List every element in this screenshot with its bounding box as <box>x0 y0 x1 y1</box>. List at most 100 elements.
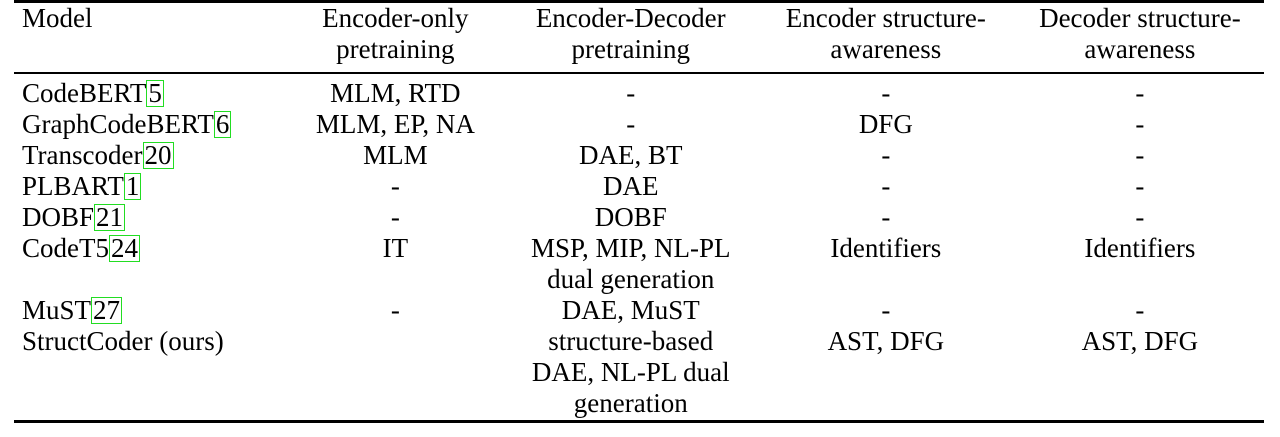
encoder-only-cell <box>285 326 506 419</box>
encoder-decoder-cell: - <box>506 109 756 140</box>
model-cell: CodeBERT5 <box>14 74 285 109</box>
encoder-only-cell: MLM, EP, NA <box>285 109 506 140</box>
table-row: GraphCodeBERT6 MLM, EP, NA - DFG - <box>14 109 1264 140</box>
citation-link[interactable]: 5 <box>146 78 164 108</box>
encoder-structure-cell: - <box>756 202 1016 233</box>
encoder-structure-cell: - <box>756 171 1016 202</box>
decoder-structure-cell: Identifiers <box>1016 233 1264 295</box>
model-cell: PLBART1 <box>14 171 285 202</box>
model-name: CodeBERT <box>22 78 147 108</box>
model-cell: StructCoder (ours) <box>14 326 285 419</box>
encoder-structure-cell-line: - <box>881 78 891 108</box>
model-name: StructCoder (ours) <box>22 326 224 356</box>
model-name: CodeT5 <box>22 233 109 263</box>
header-encoder-decoder: Encoder-Decoder pretraining <box>506 3 756 74</box>
encoder-structure-cell: AST, DFG <box>756 326 1016 419</box>
encoder-only-cell: - <box>285 295 506 326</box>
model-cell: Transcoder20 <box>14 140 285 171</box>
encoder-only-cell-line: MLM, EP, NA <box>315 109 475 139</box>
header-decoder-structure-line1: Decoder structure- <box>1039 3 1241 33</box>
encoder-decoder-cell-line: DOBF <box>594 202 667 232</box>
header-encoder-structure: Encoder structure- awareness <box>756 3 1016 74</box>
encoder-decoder-cell-line: MSP, MIP, NL-PL <box>530 233 731 263</box>
encoder-structure-cell: - <box>756 74 1016 109</box>
header-row: Model Encoder-only pretraining Encoder-D… <box>14 3 1264 74</box>
encoder-structure-cell: - <box>756 140 1016 171</box>
citation-link[interactable]: 6 <box>213 109 232 139</box>
header-model: Model <box>22 3 93 33</box>
encoder-structure-cell: DFG <box>756 109 1016 140</box>
encoder-decoder-cell-line: DAE <box>602 171 659 201</box>
decoder-structure-cell: - <box>1016 140 1264 171</box>
header-encoder-decoder-line1: Encoder-Decoder <box>535 3 726 33</box>
citation-link[interactable]: 24 <box>109 233 140 263</box>
encoder-only-cell: - <box>285 202 506 233</box>
decoder-structure-cell: - <box>1016 295 1264 326</box>
encoder-only-cell: - <box>285 171 506 202</box>
encoder-decoder-cell-line: structure-based <box>548 326 714 356</box>
header-decoder-structure-line2: awareness <box>1084 34 1196 64</box>
citation-link[interactable]: 1 <box>123 171 142 201</box>
table-row: DOBF21 - DOBF - - <box>14 202 1264 233</box>
encoder-structure-cell-line: - <box>881 171 891 201</box>
header-encoder-only-line2: pretraining <box>336 34 455 64</box>
bottom-rule <box>14 420 1264 423</box>
table-row: CodeBERT5 MLM, RTD - - - <box>14 74 1264 109</box>
model-cell: DOBF21 <box>14 202 285 233</box>
encoder-only-cell: MLM <box>285 140 506 171</box>
encoder-only-cell-line: - <box>390 171 400 201</box>
encoder-structure-cell-line: - <box>881 295 891 325</box>
encoder-structure-cell-line: - <box>881 140 891 170</box>
decoder-structure-cell-line: - <box>1135 202 1145 232</box>
encoder-only-cell: MLM, RTD <box>285 74 506 109</box>
encoder-decoder-cell: DAE <box>506 171 756 202</box>
model-cell: GraphCodeBERT6 <box>14 109 285 140</box>
decoder-structure-cell: - <box>1016 202 1264 233</box>
encoder-only-cell-line: - <box>390 202 400 232</box>
model-name: GraphCodeBERT <box>22 109 214 139</box>
encoder-decoder-cell: DAE, BT <box>506 140 756 171</box>
header-decoder-structure: Decoder structure- awareness <box>1016 3 1264 74</box>
table-row: MuST27 - DAE, MuST - - <box>14 295 1264 326</box>
model-cell: MuST27 <box>14 295 285 326</box>
decoder-structure-cell-line: - <box>1135 295 1145 325</box>
encoder-structure-cell-line: DFG <box>858 109 913 139</box>
encoder-decoder-cell-line: DAE, NL-PL dual <box>531 357 730 387</box>
encoder-only-cell-line: MLM, RTD <box>330 78 461 108</box>
decoder-structure-cell-line: - <box>1135 109 1145 139</box>
decoder-structure-cell-line: - <box>1135 171 1145 201</box>
encoder-decoder-cell: DAE, MuST <box>506 295 756 326</box>
encoder-decoder-cell-line: - <box>626 78 636 108</box>
encoder-structure-cell-line: Identifiers <box>830 233 942 263</box>
top-rule <box>14 0 1264 3</box>
citation-link[interactable]: 21 <box>94 202 126 232</box>
encoder-only-cell: IT <box>285 233 506 295</box>
model-name: MuST <box>22 295 92 325</box>
citation-link[interactable]: 27 <box>91 295 123 325</box>
encoder-only-cell-line: MLM <box>363 140 428 170</box>
model-cell: CodeT524 <box>14 233 285 295</box>
encoder-structure-cell-line: - <box>881 202 891 232</box>
encoder-decoder-cell-line: generation <box>573 388 688 418</box>
decoder-structure-cell-line: - <box>1135 78 1145 108</box>
encoder-only-cell-line: - <box>390 295 400 325</box>
model-name: Transcoder <box>22 140 143 170</box>
encoder-structure-cell: Identifiers <box>756 233 1016 295</box>
encoder-decoder-cell: - <box>506 74 756 109</box>
comparison-table: Model Encoder-only pretraining Encoder-D… <box>14 3 1264 419</box>
citation-link[interactable]: 20 <box>142 140 174 170</box>
decoder-structure-cell: AST, DFG <box>1016 326 1264 419</box>
header-encoder-structure-line2: awareness <box>830 34 942 64</box>
table-row: PLBART1 - DAE - - <box>14 171 1264 202</box>
encoder-decoder-cell: DOBF <box>506 202 756 233</box>
model-name: PLBART <box>22 171 124 201</box>
encoder-structure-cell: - <box>756 295 1016 326</box>
decoder-structure-cell: - <box>1016 109 1264 140</box>
header-encoder-structure-line1: Encoder structure- <box>785 3 986 33</box>
decoder-structure-cell-line: - <box>1135 140 1145 170</box>
encoder-decoder-cell-line: DAE, MuST <box>561 295 700 325</box>
decoder-structure-cell: - <box>1016 171 1264 202</box>
